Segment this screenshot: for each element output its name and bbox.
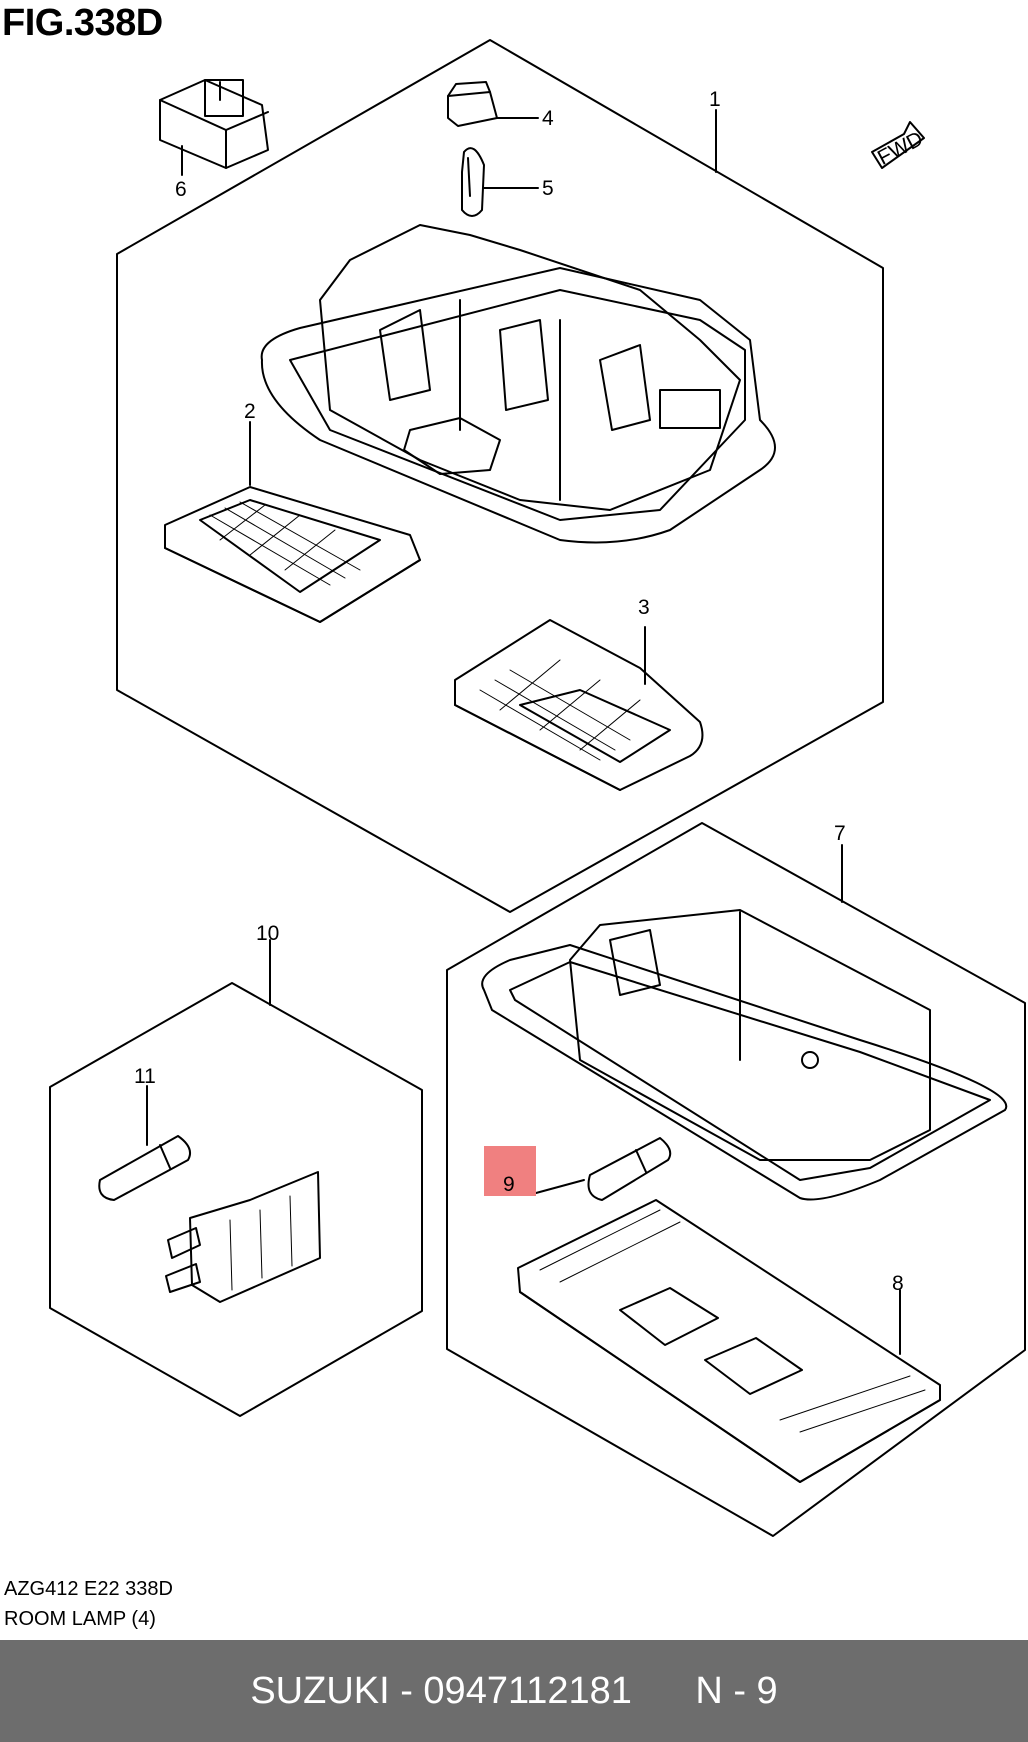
part-1-housing [260,224,776,544]
part-2-lens [164,486,421,623]
group-7-outline [446,822,1026,1537]
footer-quantity: N - 9 [695,1669,778,1712]
callout-8: 8 [892,1272,904,1295]
footer-bar: SUZUKI - 0947112181 N - 9 [0,1640,1028,1742]
group-10-outline [49,982,423,1417]
part-7-housing [481,909,1008,1201]
part-8-lens [517,1199,941,1483]
part-9-bulb [587,1137,672,1201]
footer-spacer [632,1670,695,1713]
highlight-box [484,1146,536,1196]
callout-9: 9 [503,1173,515,1196]
fwd-arrow-icon [871,121,925,169]
part-10-lamp [165,1171,321,1303]
callout-6: 6 [175,178,187,201]
callout-4: 4 [542,107,554,130]
parts-diagram: 1 2 3 4 5 6 7 8 9 10 11 FWD [49,39,1026,1537]
footer-part-number: SUZUKI - 0947112181 [250,1669,632,1712]
diagram-code: AZG412 E22 338D [4,1578,173,1600]
part-4-socket [447,81,498,127]
callout-10: 10 [256,922,279,945]
figure-title: FIG.338D [2,2,163,44]
callout-3: 3 [638,596,650,619]
callout-7: 7 [834,822,846,845]
callout-1: 1 [709,88,721,111]
fwd-label: FWD [874,127,927,170]
part-11-bulb [98,1135,191,1201]
callout-2: 2 [244,400,256,423]
diagram-name: ROOM LAMP (4) [4,1608,156,1630]
callout-11: 11 [134,1065,156,1088]
callout-5: 5 [542,177,554,200]
part-6-connector [159,79,269,169]
part-5-bulb [461,147,485,217]
part-3-lens [454,619,704,791]
group-1-outline [116,39,884,913]
